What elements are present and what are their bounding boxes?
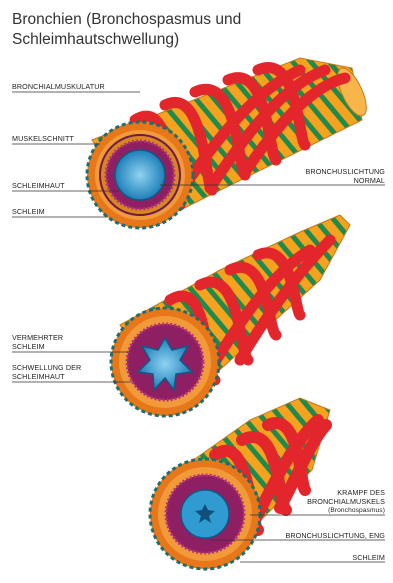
label-krampf-line-2: BRONCHIALMUSKELS [307, 497, 385, 506]
bronchus-spasm [150, 398, 330, 569]
label-bronchialmuskulatur: BRONCHIALMUSKULATUR [12, 82, 105, 91]
label-schleimhaut: SCHLEIMHAUT [12, 181, 65, 190]
label-vermehrter-line-1: VERMEHRTER [12, 333, 63, 342]
figure-title: Bronchien (Bronchospasmus und Schleimhau… [12, 10, 241, 50]
label-bronchuslichtung-eng: BRONCHUSLICHTUNG, ENG [285, 531, 385, 540]
label-krampf-line-3: (Bronchospasmus) [307, 506, 385, 515]
label-bl-normal-line-2: NORMAL [306, 176, 385, 185]
label-schwellung-line-1: SCHWELLUNG DER [12, 363, 81, 372]
bronchus-normal-lumen [115, 150, 165, 200]
label-bl-normal-line-1: BRONCHUSLICHTUNG [306, 167, 385, 176]
figure-title-line-2: Schleimhautschwellung) [12, 30, 241, 50]
label-schwellung-der-schleimhaut: SCHWELLUNG DER SCHLEIMHAUT [12, 363, 81, 381]
label-vermehrter-line-2: SCHLEIM [12, 342, 63, 351]
label-schleim-top: SCHLEIM [12, 207, 45, 216]
label-schleim-bottom: SCHLEIM [352, 553, 385, 562]
label-muskelschnitt: MUSKELSCHNITT [12, 134, 74, 143]
label-krampf-line-1: KRAMPF DES [307, 488, 385, 497]
label-vermehrter-schleim: VERMEHRTER SCHLEIM [12, 333, 63, 351]
label-schwellung-line-2: SCHLEIMHAUT [12, 372, 81, 381]
bronchus-swollen [111, 215, 350, 416]
bronchus-normal [87, 58, 372, 228]
label-bronchuslichtung-normal: BRONCHUSLICHTUNG NORMAL [306, 167, 385, 185]
label-krampf-des-bronchialmuskels: KRAMPF DES BRONCHIALMUSKELS (Bronchospas… [307, 488, 385, 515]
figure-title-line-1: Bronchien (Bronchospasmus und [12, 10, 241, 30]
